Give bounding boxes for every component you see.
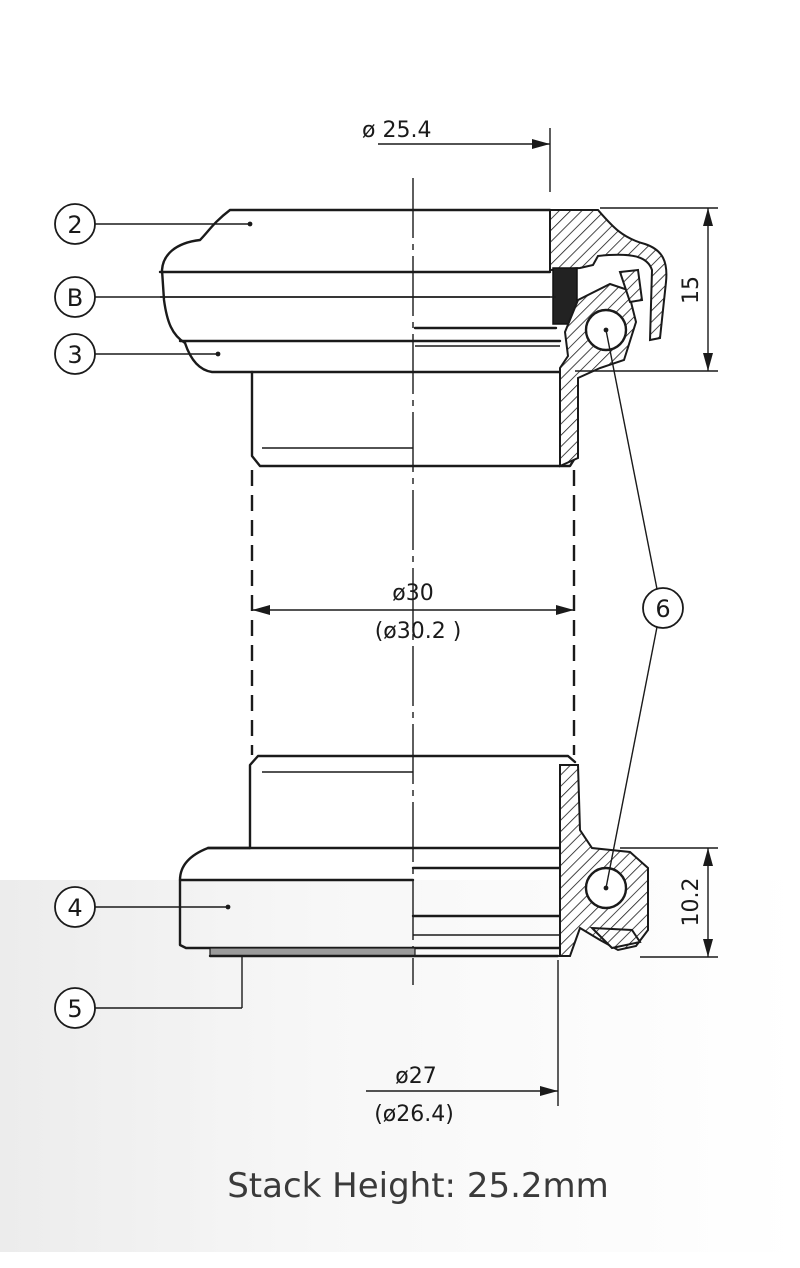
callout-6-label: 6 bbox=[655, 595, 670, 623]
dimension-crown-diameter: ø27 (ø26.4) bbox=[366, 960, 559, 1127]
dimension-stack-bottom: 10.2 bbox=[620, 847, 718, 958]
dimension-tube-diameter: ø30 (ø30.2 ) bbox=[252, 581, 574, 644]
callout-2: 2 bbox=[54, 203, 253, 245]
callout-5-label: 5 bbox=[67, 995, 82, 1023]
callout-6: 6 bbox=[603, 327, 684, 891]
callout-b: B bbox=[54, 276, 556, 318]
dim-tube-diameter-label: ø30 bbox=[392, 581, 433, 606]
callout-2-label: 2 bbox=[67, 211, 82, 239]
callout-3: 3 bbox=[54, 333, 221, 375]
dim-crown-diameter-alt-label: (ø26.4) bbox=[374, 1102, 454, 1127]
top-cup-assembly bbox=[158, 208, 668, 468]
dimension-top-diameter: ø 25.4 bbox=[362, 118, 551, 192]
dim-tube-diameter-alt-label: (ø30.2 ) bbox=[375, 619, 462, 644]
callout-4-label: 4 bbox=[67, 894, 82, 922]
callout-4: 4 bbox=[54, 886, 231, 928]
dim-top-diameter-label: ø 25.4 bbox=[362, 118, 431, 143]
callout-5: 5 bbox=[54, 956, 243, 1029]
callout-3-label: 3 bbox=[67, 341, 82, 369]
bottom-cup-assembly bbox=[178, 754, 649, 958]
stack-height-caption: Stack Height: 25.2mm bbox=[227, 1166, 609, 1206]
head-tube bbox=[250, 470, 576, 755]
dim-stack-top-label: 15 bbox=[679, 276, 704, 304]
background-gradient bbox=[0, 880, 800, 1252]
dimension-stack-top: 15 bbox=[575, 207, 718, 372]
dim-crown-diameter-label: ø27 bbox=[395, 1064, 436, 1089]
dim-stack-bottom-label: 10.2 bbox=[679, 878, 704, 927]
callout-b-label: B bbox=[67, 284, 83, 312]
